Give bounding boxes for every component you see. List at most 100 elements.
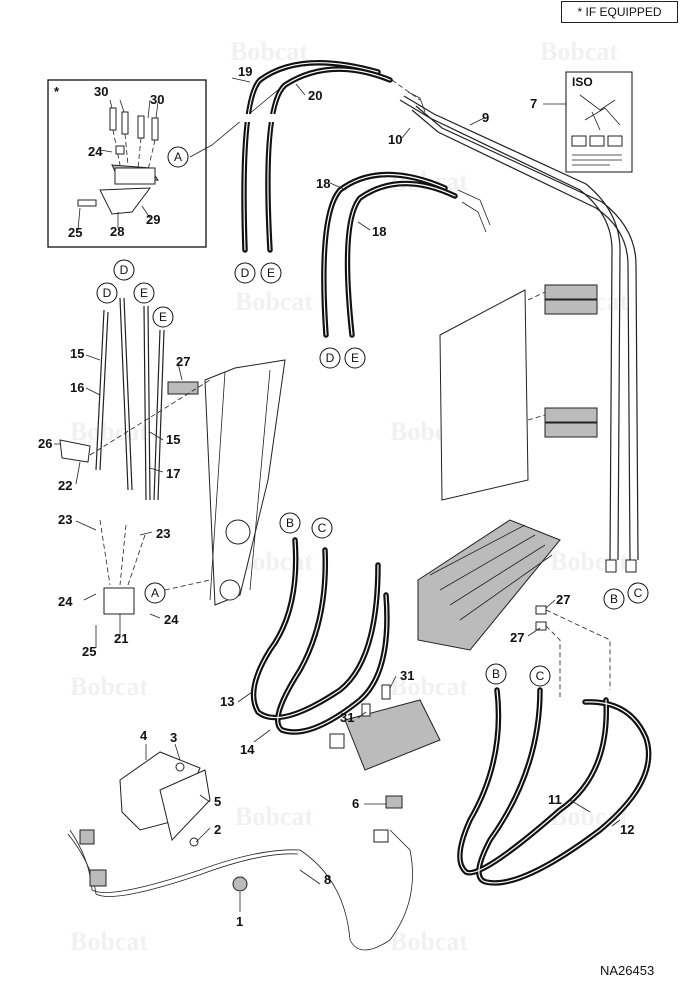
- callout-28: 28: [110, 224, 124, 239]
- callout-15-a: 15: [70, 346, 84, 361]
- callout-11: 11: [548, 792, 562, 807]
- loader-arm: [167, 359, 286, 606]
- svg-text:Bobcat: Bobcat: [70, 417, 148, 446]
- callout-6: 6: [352, 796, 359, 811]
- callout-10: 10: [388, 132, 402, 147]
- letter-c-2: C: [627, 582, 649, 604]
- svg-text:A: A: [151, 586, 159, 600]
- svg-text:Bobcat: Bobcat: [70, 672, 148, 701]
- callout-numbers: 19 20 9 10 7 18 18 30 30 24 29 25 28 15 …: [38, 64, 634, 929]
- letter-e-2: E: [344, 347, 366, 369]
- callout-2: 2: [214, 822, 221, 837]
- callout-23-b: 23: [156, 526, 170, 541]
- svg-text:B: B: [492, 667, 500, 681]
- callout-25-inset: 25: [68, 225, 82, 240]
- hoses-11-12: [457, 687, 652, 886]
- arm-tubes: [59, 297, 211, 615]
- leader-lines: [54, 77, 621, 912]
- connection-letters: A A D E D E D D E E B C B C B C: [96, 146, 649, 687]
- callout-26: 26: [38, 436, 52, 451]
- svg-text:B: B: [286, 516, 294, 530]
- svg-text:E: E: [140, 286, 148, 300]
- callout-1: 1: [236, 914, 243, 929]
- tubes-9-10: [399, 91, 639, 573]
- callout-31-b: 31: [340, 710, 354, 725]
- callout-25-a: 25: [82, 644, 96, 659]
- callout-4: 4: [140, 728, 148, 743]
- letter-e-3: E: [133, 282, 155, 304]
- svg-text:Bobcat: Bobcat: [550, 547, 628, 576]
- callout-24-a: 24: [58, 594, 73, 609]
- svg-text:Bobcat: Bobcat: [235, 287, 313, 316]
- callout-18-b: 18: [372, 224, 386, 239]
- svg-text:*: *: [54, 84, 60, 99]
- svg-text:Bobcat: Bobcat: [540, 37, 618, 66]
- callout-8: 8: [324, 872, 331, 887]
- panel-plate: [439, 284, 598, 501]
- callout-14: 14: [240, 742, 255, 757]
- letter-d-1: D: [234, 262, 256, 284]
- callout-24-inset: 24: [88, 144, 103, 159]
- svg-text:A: A: [174, 150, 182, 164]
- svg-text:D: D: [241, 266, 250, 280]
- callout-3: 3: [170, 730, 177, 745]
- letter-c-1: C: [311, 517, 333, 539]
- callout-22: 22: [58, 478, 72, 493]
- callout-7: 7: [530, 96, 537, 111]
- callout-27-c: 27: [510, 630, 524, 645]
- callout-27-b: 27: [556, 592, 570, 607]
- letter-d-4: D: [96, 282, 118, 304]
- letter-b-3: B: [485, 663, 507, 685]
- control-valve: [417, 519, 611, 700]
- callout-19: 19: [238, 64, 252, 79]
- iso-decal: ISO: [565, 71, 633, 173]
- letter-a-inset: A: [167, 146, 189, 168]
- svg-text:ISO: ISO: [572, 75, 593, 89]
- letter-b-2: B: [603, 588, 625, 610]
- callout-27-a: 27: [176, 354, 190, 369]
- letter-c-3: C: [529, 665, 551, 687]
- svg-text:Bobcat: Bobcat: [390, 927, 468, 956]
- letter-d-2: D: [319, 347, 341, 369]
- drawing-identifier: NA26453: [600, 963, 654, 978]
- callout-21: 21: [114, 631, 128, 646]
- callout-18-a: 18: [316, 176, 330, 191]
- callout-16: 16: [70, 380, 84, 395]
- letter-e-4: E: [152, 306, 174, 328]
- callout-5: 5: [214, 794, 221, 809]
- hoses-13-14: [250, 537, 390, 735]
- svg-text:C: C: [536, 669, 545, 683]
- callout-23-a: 23: [58, 512, 72, 527]
- hoses-19-20: [234, 59, 421, 253]
- controller-harness: [67, 751, 413, 951]
- svg-text:B: B: [610, 592, 618, 606]
- callout-13: 13: [220, 694, 234, 709]
- svg-text:E: E: [267, 266, 275, 280]
- callout-24-b: 24: [164, 612, 179, 627]
- svg-text:D: D: [326, 351, 335, 365]
- letter-d-3: D: [113, 259, 135, 281]
- callout-17: 17: [166, 466, 180, 481]
- hoses-18: [321, 171, 491, 338]
- callout-9: 9: [482, 110, 489, 125]
- callout-30-b: 30: [150, 92, 164, 107]
- svg-text:C: C: [318, 521, 327, 535]
- callout-12: 12: [620, 822, 634, 837]
- letter-e-1: E: [260, 262, 282, 284]
- letter-a-lower: A: [144, 582, 166, 604]
- callout-30-a: 30: [94, 84, 108, 99]
- svg-text:D: D: [103, 286, 112, 300]
- letter-b-1: B: [279, 512, 301, 534]
- svg-text:D: D: [120, 263, 129, 277]
- callout-15-b: 15: [166, 432, 180, 447]
- inset-box: *: [47, 79, 291, 248]
- if-equipped-legend: * IF EQUIPPED: [561, 1, 678, 23]
- svg-text:Bobcat: Bobcat: [390, 672, 468, 701]
- callout-20: 20: [308, 88, 322, 103]
- svg-text:E: E: [159, 310, 167, 324]
- valve-block: [329, 684, 441, 771]
- callout-29: 29: [146, 212, 160, 227]
- callout-31-a: 31: [400, 668, 414, 683]
